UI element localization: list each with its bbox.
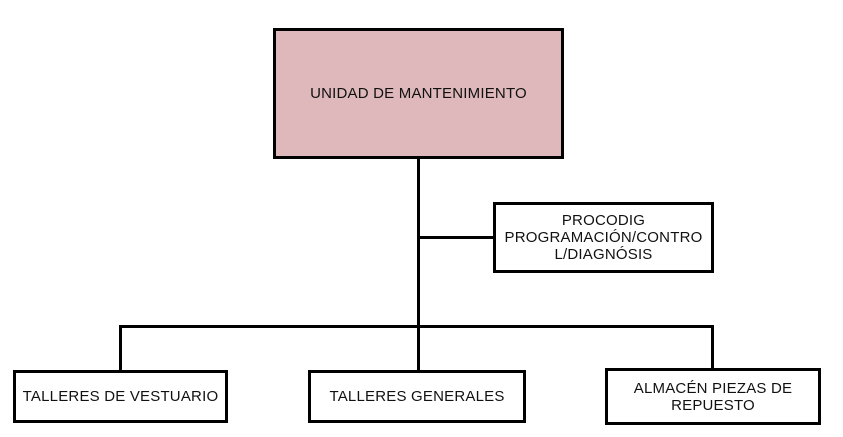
node-label-procodig-line-2: PROGRAMACIÓN/CONTRO — [504, 229, 703, 246]
connector-root-vertical — [417, 158, 420, 370]
node-label-procodig: PROCODIG PROGRAMACIÓN/CONTRO L/DIAGNÓSIS — [505, 212, 703, 263]
connector-procodig-stub — [420, 236, 493, 239]
node-label-procodig-line-3: L/DIAGNÓSIS — [554, 246, 653, 263]
node-talleres-generales: TALLERES GENERALES — [308, 370, 526, 423]
node-procodig: PROCODIG PROGRAMACIÓN/CONTRO L/DIAGNÓSIS — [493, 202, 714, 273]
connector-drop-right — [711, 326, 714, 368]
node-unidad-de-mantenimiento: UNIDAD DE MANTENIMIENTO — [273, 28, 564, 159]
node-label-almacen-piezas-de-repuesto: ALMACÉN PIEZAS DE REPUESTO — [633, 379, 793, 414]
node-almacen-piezas-de-repuesto: ALMACÉN PIEZAS DE REPUESTO — [605, 368, 821, 425]
connector-drop-left — [119, 326, 122, 370]
node-talleres-de-vestuario: TALLERES DE VESTUARIO — [13, 370, 228, 423]
node-label-talleres-generales: TALLERES GENERALES — [329, 388, 505, 405]
connector-distribution-horizontal — [119, 325, 714, 328]
node-label-procodig-line-1: PROCODIG — [561, 212, 646, 229]
node-label-root: UNIDAD DE MANTENIMIENTO — [310, 85, 527, 102]
node-label-talleres-de-vestuario: TALLERES DE VESTUARIO — [22, 388, 219, 405]
